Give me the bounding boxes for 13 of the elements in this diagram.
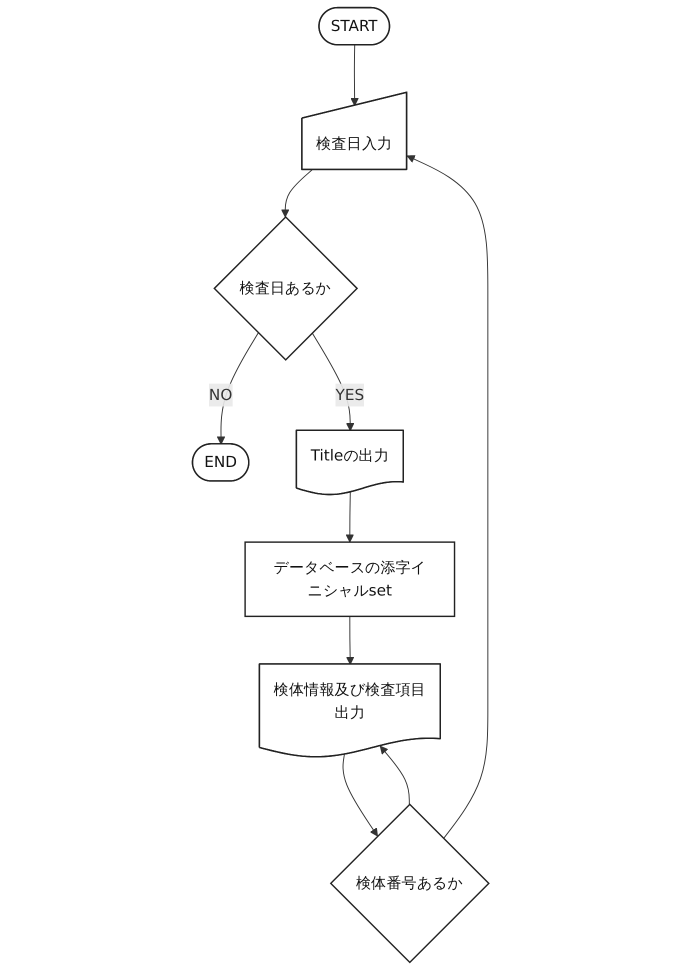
arrow (346, 616, 354, 665)
arrow (280, 169, 312, 218)
node-diamond: 検体番号あるか (330, 803, 490, 964)
arrow (216, 332, 259, 445)
arrow (406, 155, 488, 840)
arrow (346, 492, 354, 542)
node-box: データベースの添字イニシャルset (244, 541, 456, 618)
edge-label: YES (335, 386, 364, 404)
arrow (342, 754, 378, 836)
arrow (350, 44, 359, 106)
arrow (380, 746, 410, 805)
edge-label: NO (208, 386, 232, 404)
node-diamond: 検査日あるか (213, 216, 358, 361)
